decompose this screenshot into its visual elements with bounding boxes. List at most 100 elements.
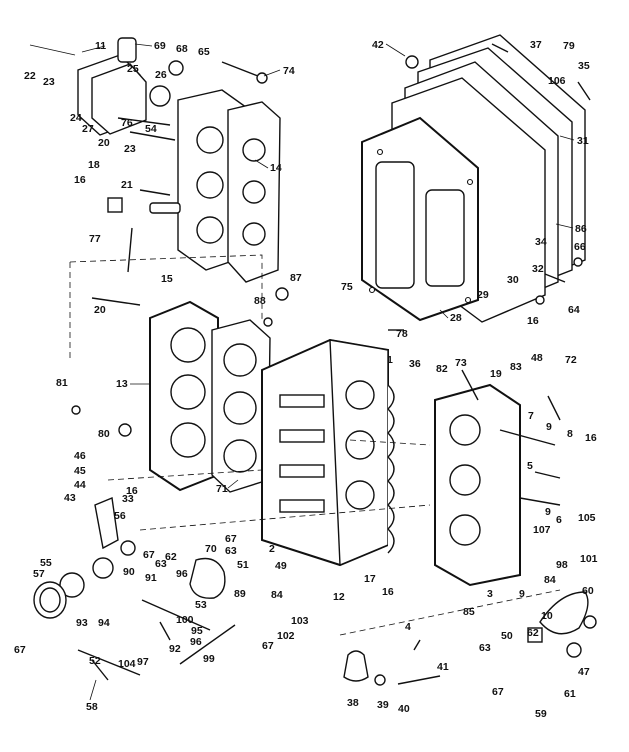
callout-25: 25	[127, 63, 139, 75]
callout-85: 85	[463, 606, 475, 618]
bolts	[71, 43, 591, 651]
callout-10: 10	[541, 610, 553, 622]
callout-63a: 63	[225, 545, 237, 557]
callout-55: 55	[40, 557, 52, 569]
callout-17: 17	[364, 573, 376, 585]
callout-98: 98	[556, 559, 568, 571]
callout-99: 99	[203, 653, 215, 665]
callout-48: 48	[531, 352, 543, 364]
callout-90: 90	[123, 566, 135, 578]
callout-33: 33	[122, 493, 134, 505]
callout-72: 72	[565, 354, 577, 366]
callout-46: 46	[74, 450, 86, 462]
callout-102: 102	[277, 630, 295, 642]
callout-9b: 9	[545, 506, 551, 518]
callout-59: 59	[535, 708, 547, 720]
callout-91: 91	[145, 572, 157, 584]
callout-82: 82	[436, 363, 448, 375]
reed-valve-cluster	[29, 37, 268, 141]
callout-78: 78	[396, 328, 408, 340]
callout-95: 95	[191, 625, 203, 637]
callout-58: 58	[86, 701, 98, 713]
callout-96b: 96	[190, 636, 202, 648]
callout-62b: 62	[527, 627, 539, 639]
callout-23a: 23	[43, 76, 55, 88]
callout-16d: 16	[126, 485, 138, 497]
callout-18: 18	[88, 159, 100, 171]
callout-3: 3	[487, 588, 493, 600]
callout-80: 80	[98, 428, 110, 440]
callout-84b: 84	[271, 589, 283, 601]
callout-15: 15	[161, 273, 173, 285]
callout-105: 105	[578, 512, 596, 524]
callout-36: 36	[409, 358, 421, 370]
callout-97: 97	[137, 656, 149, 668]
callout-23b: 23	[124, 143, 136, 155]
callout-29: 29	[477, 289, 489, 301]
callout-103: 103	[291, 615, 309, 627]
callout-81: 81	[56, 377, 68, 389]
callout-22: 22	[24, 70, 36, 82]
callout-96: 96	[176, 568, 188, 580]
callout-67c: 67	[262, 640, 274, 652]
callout-70: 70	[205, 543, 217, 555]
callout-13: 13	[116, 378, 128, 390]
callout-63c: 63	[479, 642, 491, 654]
callout-54: 54	[145, 123, 157, 135]
callout-16a: 16	[74, 174, 86, 186]
callout-73: 73	[455, 357, 467, 369]
callout-66: 66	[574, 241, 586, 253]
bottom-fittings	[343, 650, 441, 686]
callout-28: 28	[450, 312, 462, 324]
callout-1: 1	[387, 354, 393, 366]
callout-45: 45	[74, 465, 86, 477]
callout-61: 61	[564, 688, 576, 700]
callout-31: 31	[577, 135, 589, 147]
callout-27: 27	[82, 123, 94, 135]
callout-42: 42	[372, 39, 384, 51]
callout-86: 86	[575, 223, 587, 235]
callout-89: 89	[234, 588, 246, 600]
callout-4: 4	[405, 621, 411, 633]
callout-57: 57	[33, 568, 45, 580]
callout-34: 34	[535, 236, 547, 248]
linkage-assembly	[33, 497, 236, 681]
callout-87: 87	[290, 272, 302, 284]
callout-67b: 67	[143, 549, 155, 561]
right-lower-hardware	[527, 591, 597, 658]
callout-84a: 84	[544, 574, 556, 586]
callout-7: 7	[528, 410, 534, 422]
callout-64: 64	[568, 304, 580, 316]
callout-88: 88	[254, 295, 266, 307]
callout-77: 77	[89, 233, 101, 245]
callout-56: 56	[114, 510, 126, 522]
callout-16b: 16	[527, 315, 539, 327]
callout-12: 12	[333, 591, 345, 603]
callout-2: 2	[269, 543, 275, 555]
callout-9c: 9	[519, 588, 525, 600]
crankcase-block	[261, 338, 389, 567]
callout-5: 5	[527, 460, 533, 472]
callout-26: 26	[155, 69, 167, 81]
callout-30: 30	[507, 274, 519, 286]
callout-11: 11	[95, 40, 106, 52]
callout-76: 76	[121, 117, 133, 129]
callout-6: 6	[556, 514, 562, 526]
callout-50: 50	[501, 630, 513, 642]
callout-41: 41	[437, 661, 449, 673]
callout-94: 94	[98, 617, 110, 629]
callout-8: 8	[567, 428, 573, 440]
exhaust-cover-stack	[361, 34, 586, 323]
cylinder-head-upper	[177, 89, 281, 283]
callout-49: 49	[275, 560, 287, 572]
callout-101: 101	[580, 553, 598, 565]
callout-labels: 11 69 68 65 22 23 25 26 24 27 76 54 20 2…	[14, 39, 598, 720]
callout-93: 93	[76, 617, 88, 629]
callout-20b: 20	[94, 304, 106, 316]
callout-104: 104	[118, 658, 136, 670]
callout-62a: 62	[165, 551, 177, 563]
callout-79: 79	[563, 40, 575, 52]
callout-21: 21	[121, 179, 133, 191]
callout-37: 37	[530, 39, 542, 51]
